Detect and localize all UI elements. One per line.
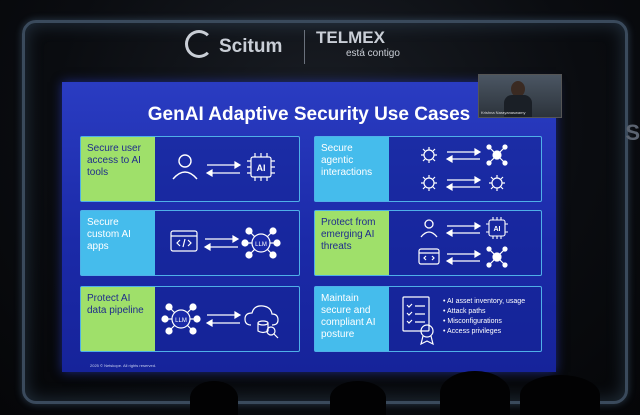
- user-icon: [172, 154, 198, 180]
- side-letter: S: [625, 120, 640, 145]
- use-case-card-agentic: Secure agentic interactions: [314, 136, 542, 202]
- scitum-logo: Scitum: [185, 30, 282, 58]
- scitum-ring-icon: [185, 30, 213, 58]
- card-label: Maintain secure and compliant AI posture: [315, 287, 389, 351]
- gear-icon: [489, 175, 505, 191]
- exchange-arrows-icon: [203, 234, 240, 252]
- card-art: AI: [155, 137, 299, 201]
- chip-text: LLM: [175, 318, 187, 324]
- llm-hub-icon: [161, 303, 201, 335]
- use-case-card-data-pipeline: Protect AI data pipeline LLM: [80, 286, 300, 352]
- display-frame: [22, 20, 628, 404]
- card-label: Secure agentic interactions: [315, 137, 389, 201]
- chip-text: AI: [257, 163, 266, 173]
- telmex-logo: TELMEX está contigo: [316, 28, 400, 62]
- use-case-card-posture: Maintain secure and compliant AI posture…: [314, 286, 542, 352]
- card-art: LLM: [155, 287, 299, 351]
- ai-chip-icon: [247, 153, 275, 181]
- card-label: Protect from emerging AI threats: [315, 211, 389, 275]
- chip-text: LLM: [255, 242, 267, 248]
- audience-silhouette: [330, 381, 386, 415]
- bullet-item: Attack paths: [443, 307, 525, 317]
- scitum-wordmark: Scitum: [219, 36, 283, 57]
- cloud-database-icon: [244, 305, 279, 339]
- gear-bot-icon: [421, 147, 437, 191]
- telmex-tagline: está contigo: [346, 48, 400, 59]
- sponsor-divider: [304, 30, 305, 64]
- slide-title: GenAI Adaptive Security Use Cases: [147, 104, 471, 125]
- code-window-icon: [418, 248, 440, 265]
- presenter-body: [504, 95, 532, 117]
- exchange-arrows-icon: [445, 147, 482, 192]
- use-case-card-emerging-threats: Protect from emerging AI threats: [314, 210, 542, 276]
- slide-copyright: 2025 © Netskope. All rights reserved.: [90, 363, 157, 368]
- exchange-arrows-icon: [205, 160, 242, 178]
- network-hub-icon: [486, 246, 508, 268]
- audience-silhouette: [440, 371, 510, 415]
- exchange-arrows-icon: [205, 310, 242, 328]
- audience-silhouette: [520, 375, 600, 415]
- code-window-icon: [170, 230, 198, 252]
- card-art: LLM: [155, 211, 299, 275]
- bullet-item: Misconfigurations: [443, 317, 525, 327]
- presenter-video-tile: Krishna Narayanaswamy: [478, 74, 562, 118]
- use-case-card-custom-apps: Secure custom AI apps: [80, 210, 300, 276]
- posture-bullet-list: AI asset inventory, usage Attack paths M…: [443, 297, 525, 337]
- bullet-item: Access privileges: [443, 327, 525, 337]
- llm-hub-icon: [241, 227, 281, 259]
- bullet-item: AI asset inventory, usage: [443, 297, 525, 307]
- telmex-wordmark: TELMEX: [316, 28, 385, 47]
- exchange-arrows-icon: [445, 221, 482, 266]
- user-icon: [420, 219, 438, 238]
- card-label: Secure user access to AI tools: [81, 137, 155, 201]
- card-art: AI: [389, 211, 541, 275]
- ai-chip-icon: [486, 217, 508, 239]
- card-label: Secure custom AI apps: [81, 211, 155, 275]
- presenter-name: Krishna Narayanaswamy: [481, 110, 526, 115]
- card-label: Protect AI data pipeline: [81, 287, 155, 351]
- chip-text: AI: [494, 226, 501, 233]
- slide: GenAI Adaptive Security Use Cases Secure…: [62, 82, 556, 372]
- card-art: AI asset inventory, usage Attack paths M…: [389, 287, 541, 351]
- audience-silhouette: [190, 381, 238, 415]
- card-art: [389, 137, 541, 201]
- presenter-head: [511, 81, 525, 97]
- network-hub-icon: [486, 144, 508, 166]
- checklist-badge-icon: [402, 296, 434, 346]
- use-case-card-user-access: Secure user access to AI tools AI: [80, 136, 300, 202]
